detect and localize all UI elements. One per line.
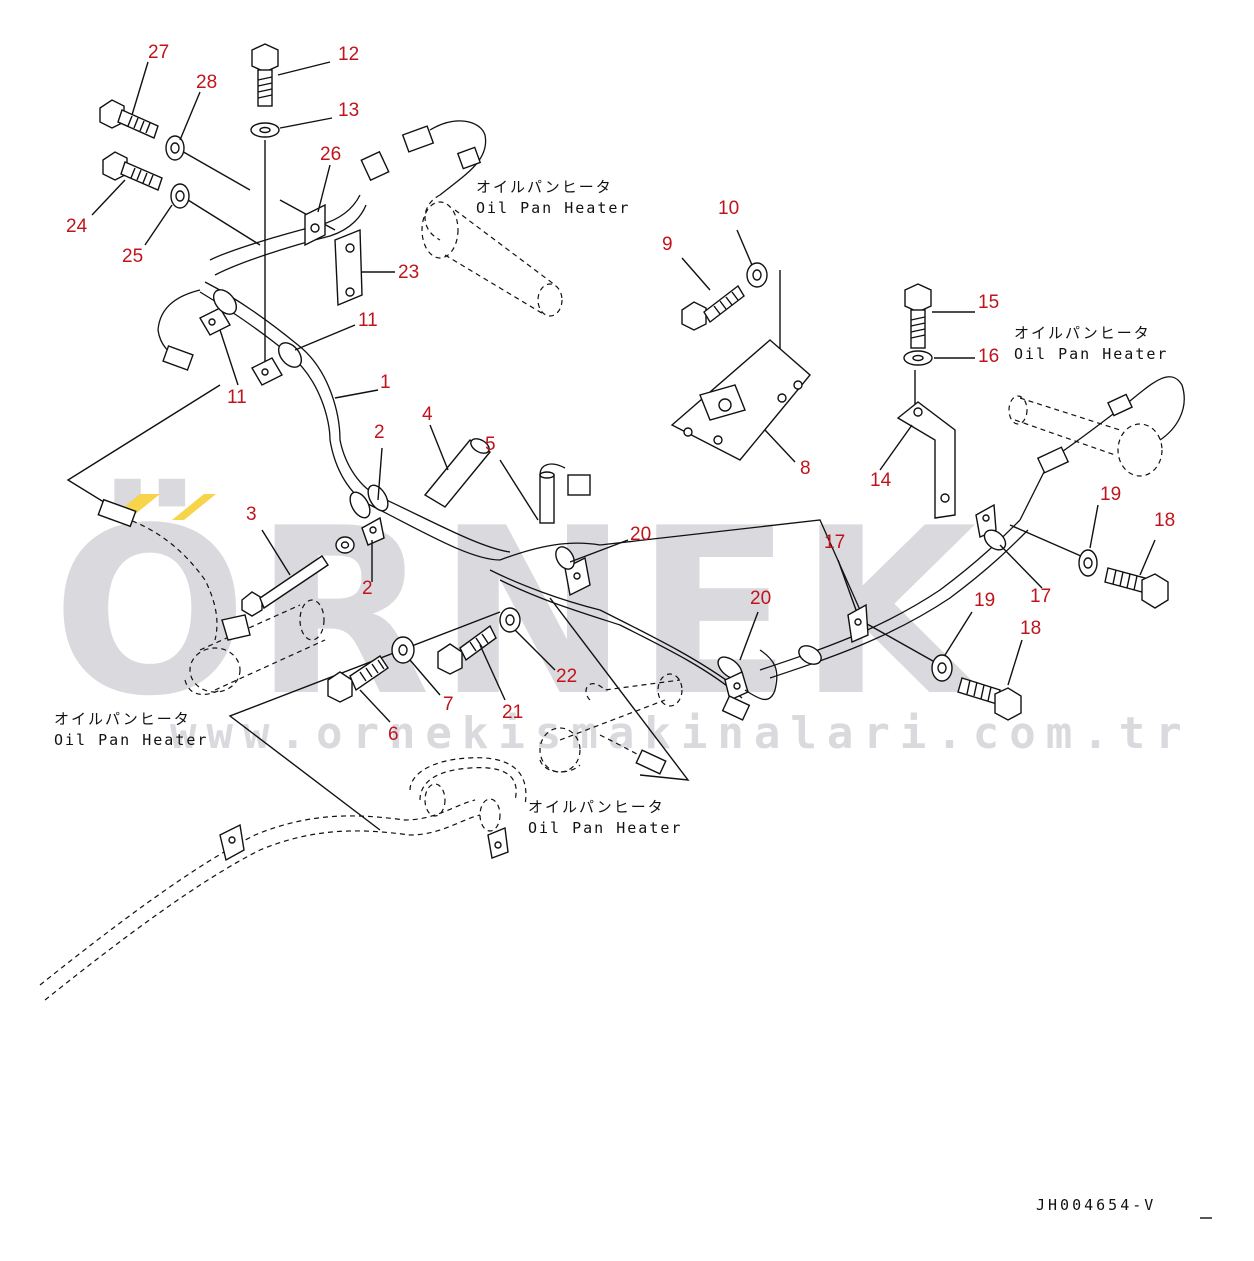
heater-label-3-en: Oil Pan Heater	[54, 731, 208, 749]
heater-label-2-jp: オイルパンヒータ	[1014, 324, 1151, 342]
callout-21: 21	[502, 702, 523, 723]
callout-22: 22	[556, 666, 577, 687]
callout-6: 6	[388, 724, 399, 745]
washer-7	[391, 636, 415, 664]
callout-18-lower: 18	[1020, 618, 1041, 639]
callout-7: 7	[443, 694, 454, 715]
oil-pan-heater-top	[421, 194, 563, 317]
callout-2-top: 2	[374, 422, 385, 443]
callout-19-upper: 19	[1100, 484, 1121, 505]
heater-label-4-jp: オイルパンヒータ	[528, 798, 665, 816]
callout-26: 26	[320, 144, 341, 165]
relay-5	[539, 463, 591, 524]
callout-27: 27	[148, 42, 169, 63]
drawing-code: JH004654-V	[1036, 1196, 1156, 1214]
heater-label-2-en: Oil Pan Heater	[1014, 345, 1168, 363]
watermark: ÖRNEK www.ornekismakinalari.com.tr	[52, 478, 1192, 759]
callout-8: 8	[800, 458, 811, 479]
callout-20-top: 20	[630, 524, 651, 545]
bolt-3	[241, 555, 329, 617]
callout-16: 16	[978, 346, 999, 367]
callout-11-left: 11	[227, 387, 247, 408]
clamp-17-left	[798, 603, 869, 665]
callout-labels: 27 28 12 13 26 24 25 23 11 11 1 10 9 15 …	[66, 42, 1175, 745]
heater-label-3-jp: オイルパンヒータ	[54, 710, 191, 728]
callout-17-right: 17	[1030, 586, 1051, 607]
bolt-24	[102, 151, 163, 191]
sleeve-4	[423, 438, 492, 508]
callout-9: 9	[662, 234, 673, 255]
callout-19-lower: 19	[974, 590, 995, 611]
callout-3: 3	[246, 504, 257, 525]
callout-10: 10	[718, 198, 739, 219]
bracket-14	[896, 401, 956, 519]
bolt-21	[437, 624, 497, 675]
callout-28: 28	[196, 72, 217, 93]
washer-10	[746, 262, 768, 288]
callout-17-left: 17	[824, 532, 845, 553]
washer-19-upper	[1078, 549, 1098, 577]
bracket-23	[334, 228, 363, 307]
washer-28	[165, 135, 185, 161]
clamp-26	[304, 203, 326, 247]
watermark-accent-right	[172, 494, 216, 520]
washer-3	[335, 536, 355, 554]
heater-labels: オイルパンヒータ Oil Pan Heater オイルパンヒータ Oil Pan…	[54, 178, 1168, 837]
callout-14: 14	[870, 470, 892, 491]
heater-label-1-en: Oil Pan Heater	[476, 199, 630, 217]
callout-18-upper: 18	[1154, 510, 1175, 531]
bolt-9	[681, 284, 745, 331]
connector-left	[162, 345, 194, 371]
lower-harness	[39, 757, 527, 1001]
connector-top	[360, 120, 487, 196]
bolt-15	[904, 283, 932, 349]
oil-pan-heater-bottom	[539, 673, 683, 775]
callout-12: 12	[338, 44, 359, 65]
clamp-11-left	[199, 289, 238, 336]
callout-23: 23	[398, 262, 419, 283]
clamp-11-right	[251, 342, 303, 386]
bolt-27	[99, 99, 159, 139]
harness-junction	[349, 484, 591, 597]
callout-24: 24	[66, 216, 88, 237]
washer-16	[903, 350, 933, 366]
heater-label-4-en: Oil Pan Heater	[528, 819, 682, 837]
oil-pan-heater-right	[1008, 376, 1185, 477]
callout-leaders	[91, 61, 1156, 723]
bolt-12	[251, 43, 279, 107]
callout-4: 4	[422, 404, 433, 425]
bolt-18-upper	[1104, 567, 1169, 609]
oil-pan-heater-left	[97, 498, 326, 695]
watermark-url: www.ornekismakinalari.com.tr	[170, 708, 1192, 759]
callout-20-right: 20	[750, 588, 771, 609]
bolt-18-lower	[957, 677, 1022, 721]
callout-1: 1	[380, 372, 391, 393]
callout-25: 25	[122, 246, 143, 267]
washer-22	[499, 607, 521, 633]
clamp-20-right	[717, 649, 778, 721]
callout-15: 15	[978, 292, 999, 313]
bracket-8	[670, 339, 811, 461]
washer-19-lower	[931, 654, 953, 682]
callout-11-top: 11	[358, 310, 378, 331]
washer-13	[250, 122, 280, 138]
callout-13: 13	[338, 100, 359, 121]
callout-5: 5	[485, 434, 496, 455]
heater-label-1-jp: オイルパンヒータ	[476, 178, 613, 196]
bolt-6	[327, 655, 389, 703]
washer-25	[170, 183, 190, 209]
callout-2-bottom: 2	[362, 578, 373, 599]
